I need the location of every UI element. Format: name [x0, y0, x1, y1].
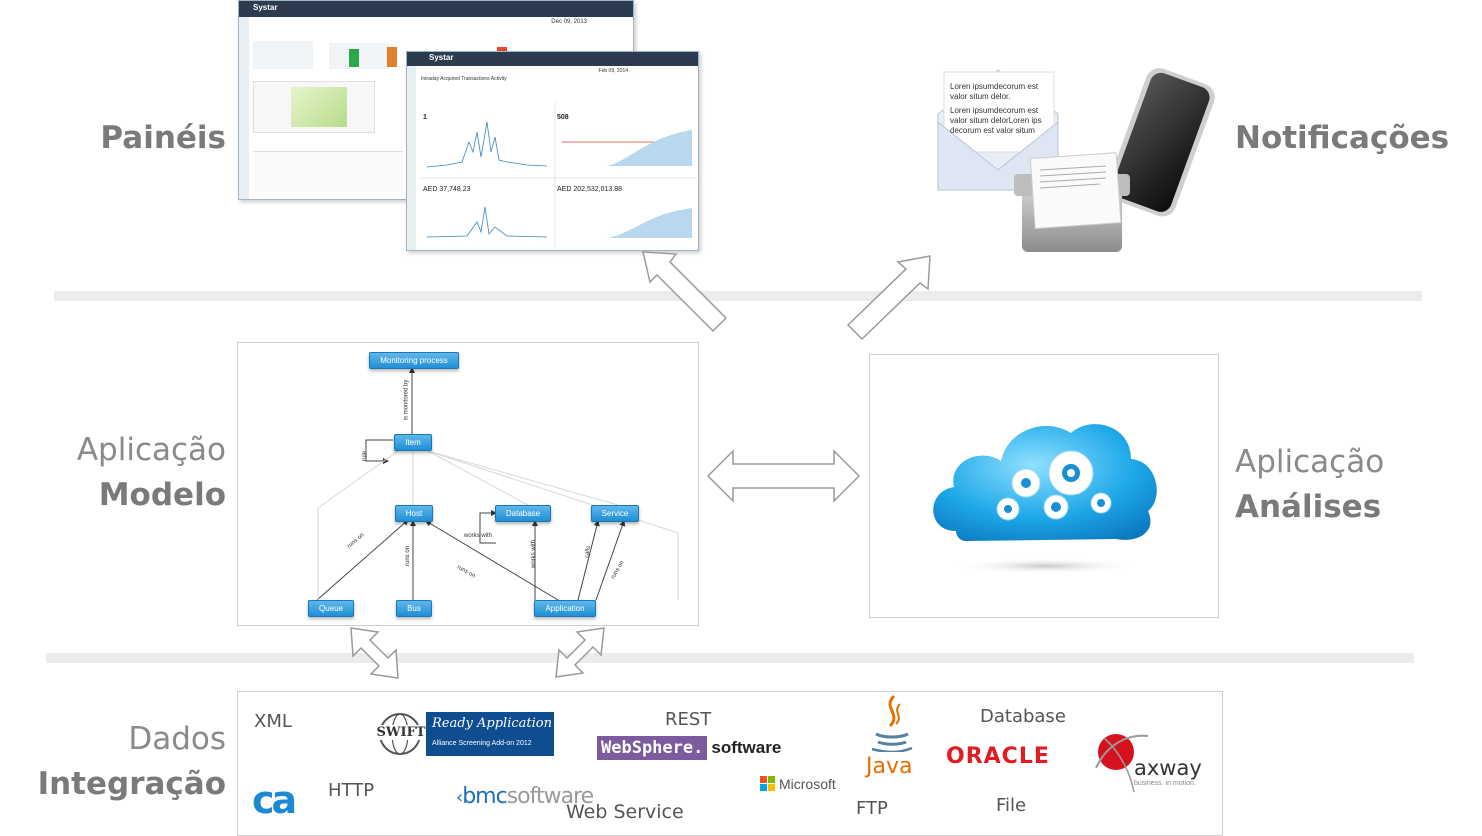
- systar-logo-front: Systar: [429, 53, 454, 62]
- cloud-gears-icon: [933, 424, 1157, 574]
- arrow-model-analytics: [706, 449, 861, 503]
- node-database[interactable]: Database: [495, 505, 551, 522]
- model-diagram-box: Monitoring process Item Host Database Se…: [237, 342, 699, 626]
- label-aplicacao-analises-1: Aplicação: [1235, 444, 1385, 480]
- label-dados-1: Dados: [128, 721, 226, 757]
- arrow-analytics-to-notifications: [846, 255, 931, 341]
- tech-web-service: Web Service: [566, 801, 684, 823]
- java-cup-icon: [871, 694, 913, 752]
- dashboard-charts: [421, 102, 697, 247]
- metric-1: 1: [423, 114, 427, 121]
- axway-wordmark: axway: [1134, 756, 1202, 780]
- edge-label-works-with-1: works with: [464, 533, 493, 539]
- swift-subtitle: Alliance Screening Add-on 2012: [432, 740, 532, 747]
- label-aplicacao-modelo-2: Modelo: [98, 477, 226, 513]
- analytics-box: [869, 354, 1219, 618]
- dashboard-screenshot-front: Systar Feb 09, 2014 Intraday Acquired Tr…: [406, 51, 699, 251]
- tech-xml: XML: [254, 711, 292, 732]
- dashboard-date-1: Dec 09, 2013: [551, 19, 587, 25]
- divider-band-top: [54, 291, 1422, 301]
- metric-2: 508: [557, 114, 569, 121]
- dashboard-title: Intraday Acquired Transactions Activity: [421, 76, 507, 82]
- notification-text-2: Loren ipsumdecorum est valor situm delor…: [950, 106, 1042, 135]
- websphere-logo: WebSphere. software: [597, 736, 781, 760]
- edge-label-is-monitored-by: is monitored by: [403, 379, 410, 421]
- notifications-illustration: [937, 68, 1215, 252]
- metric-3: AED 37,748.23: [423, 186, 471, 193]
- label-notificacoes: Notificações: [1235, 120, 1450, 156]
- bmc-logo: ‹bmcsoftware: [456, 784, 594, 809]
- tech-http: HTTP: [328, 780, 375, 801]
- axway-logo: axway business. in motion.: [1090, 728, 1205, 798]
- node-item[interactable]: Item: [394, 434, 432, 451]
- swift-title: Ready Application: [432, 716, 552, 731]
- oracle-logo: ORACLE: [946, 744, 1050, 769]
- arrow-model-to-dashboard: [642, 251, 728, 333]
- bmc-software: software: [506, 784, 594, 809]
- arrow-data-model-left: [350, 627, 399, 679]
- arrow-data-model-right: [555, 627, 605, 678]
- tech-rest: REST: [665, 709, 712, 730]
- node-monitoring-process[interactable]: Monitoring process: [369, 352, 459, 369]
- node-service[interactable]: Service: [591, 505, 639, 522]
- systar-logo: Systar: [253, 3, 278, 12]
- swift-logo: SWIFT Ready Application Alliance Screeni…: [376, 712, 556, 756]
- ca-logo: ca: [252, 778, 297, 822]
- integration-box: XML HTTP REST Web Service Database File …: [237, 691, 1223, 836]
- edge-label-rule: rule: [362, 450, 369, 462]
- label-aplicacao-analises-2: Análises: [1235, 489, 1382, 525]
- tech-file: File: [996, 795, 1027, 816]
- microsoft-wordmark: Microsoft: [779, 776, 836, 792]
- label-aplicacao-modelo-1: Aplicação: [76, 432, 226, 468]
- node-host[interactable]: Host: [395, 505, 433, 522]
- node-application[interactable]: Application: [534, 600, 596, 617]
- dashboard-date-2: Feb 09, 2014: [598, 68, 628, 74]
- edge-label-runs-on-2: runs on: [405, 545, 412, 567]
- axway-swoosh-icon: [1095, 734, 1149, 793]
- tech-ftp: FTP: [856, 798, 888, 819]
- node-bus[interactable]: Bus: [396, 600, 432, 617]
- node-queue[interactable]: Queue: [308, 600, 354, 617]
- label-paineis: Painéis: [100, 120, 226, 156]
- model-edges: [316, 367, 679, 601]
- metric-4: AED 202,532,013.88: [557, 186, 622, 193]
- websphere-wordmark: WebSphere.: [597, 736, 708, 760]
- java-wordmark: Java: [866, 754, 913, 779]
- label-dados-2: Integração: [37, 766, 226, 802]
- microsoft-windows-icon: [760, 776, 775, 791]
- bmc-icon: ‹: [456, 787, 463, 808]
- divider-band-bottom: [46, 653, 1414, 663]
- microsoft-logo: Microsoft: [760, 776, 836, 792]
- swift-wordmark: SWIFT: [376, 725, 426, 740]
- tech-database: Database: [980, 706, 1066, 727]
- edge-label-works-with-2: works with: [531, 539, 538, 569]
- notification-text-1: Loren ipsumdecorum est valor situm delor…: [950, 82, 1039, 101]
- axway-tagline: business. in motion.: [1134, 780, 1196, 787]
- bmc-wordmark: bmc: [462, 784, 507, 809]
- websphere-software: software: [711, 738, 782, 757]
- java-logo: Java: [864, 694, 920, 782]
